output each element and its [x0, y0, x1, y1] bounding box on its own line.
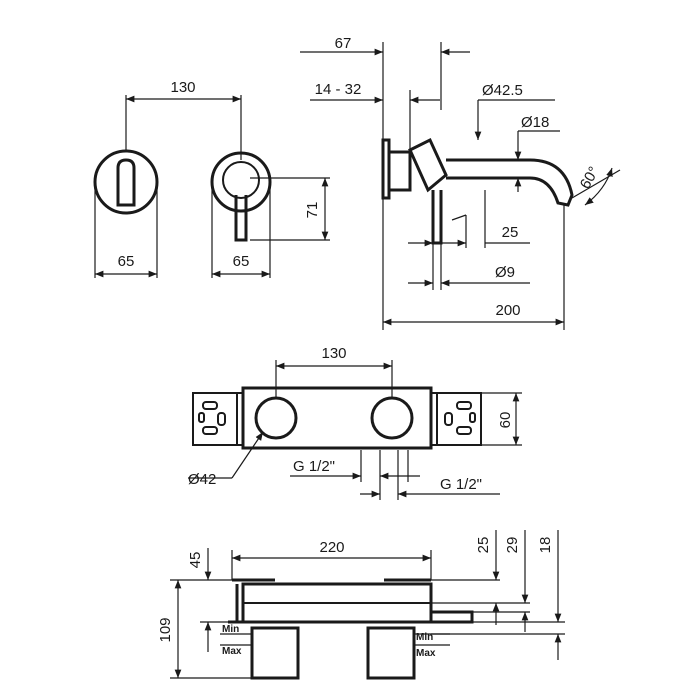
side-body-diameter-label: Ø42.5	[482, 82, 523, 99]
box-top-view: 130 60 Ø42 G 1/2" G 1/2"	[188, 345, 522, 500]
side-angle-label: 60°	[577, 164, 603, 192]
section-right-valve	[366, 626, 416, 680]
section-top-offset-label: 45	[187, 552, 204, 569]
box-height-label: 60	[497, 412, 514, 429]
side-cartridge	[408, 137, 448, 193]
box-spacing-label: 130	[321, 345, 346, 362]
side-body	[389, 150, 412, 192]
box-left-hole	[254, 396, 298, 440]
section-right-bracket	[431, 610, 474, 624]
box-section-view: 220 45 109 Min Max Min Max 25 29	[157, 530, 565, 680]
side-depth-label: 67	[335, 35, 352, 52]
section-dim-18-label: 18	[537, 537, 554, 554]
section-width-label: 220	[319, 539, 344, 556]
section-dim-25-label: 25	[475, 537, 492, 554]
side-spout-diameter-label: Ø18	[521, 114, 549, 131]
front-left-width-label: 65	[118, 253, 135, 270]
section-left-bracket	[228, 584, 243, 624]
section-dim-29-label: 29	[504, 537, 521, 554]
front-height-label: 71	[304, 202, 321, 219]
box-hole-diameter-label: Ø42	[188, 471, 216, 488]
section-max-left-label: Max	[222, 646, 242, 657]
section-left-valve	[250, 626, 300, 680]
section-min-left-label: Min	[222, 624, 239, 635]
side-projection-label: 200	[495, 302, 520, 319]
side-view: 67 14 - 32 Ø42.5 Ø18 60° 25 Ø9	[300, 35, 621, 330]
side-lever-offset-label: 25	[502, 224, 519, 241]
side-wall-plate	[381, 138, 391, 200]
box-thread-right-label: G 1/2"	[440, 476, 482, 493]
front-view: 130 65 65 71	[93, 79, 330, 278]
box-thread-left-label: G 1/2"	[293, 458, 335, 475]
right-lever-hub	[222, 161, 260, 199]
section-max-right-label: Max	[416, 648, 436, 659]
side-spout	[446, 158, 574, 207]
left-spout-outlet	[116, 158, 136, 207]
section-overall-height-label: 109	[157, 617, 174, 642]
section-min-right-label: Min	[416, 632, 433, 643]
box-right-hole	[370, 396, 414, 440]
front-spacing-label: 130	[170, 79, 195, 96]
front-right-width-label: 65	[233, 253, 250, 270]
side-wall-range-label: 14 - 32	[315, 81, 362, 98]
box-body	[241, 386, 433, 450]
side-lever-diameter-label: Ø9	[495, 264, 515, 281]
side-lever	[431, 190, 443, 245]
right-lever	[234, 195, 248, 242]
